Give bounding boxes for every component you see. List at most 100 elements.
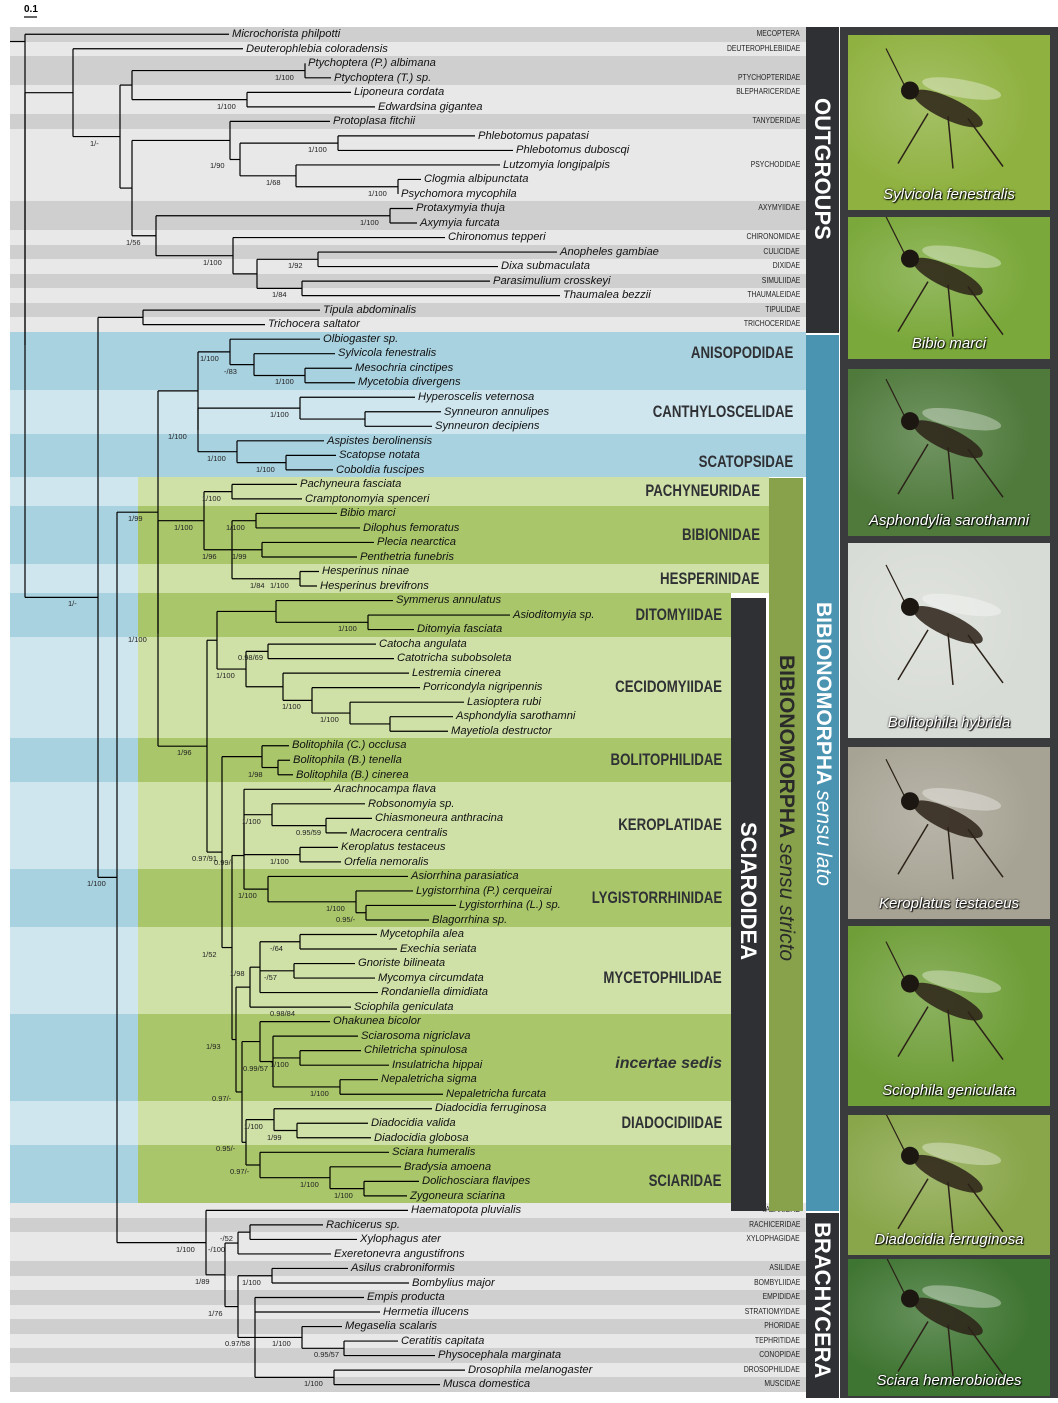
taxon-label: Rachicerus sp. [326,1218,400,1233]
taxon-label: Protaxymyia thuja [416,201,505,216]
support-value: 0.98/84 [270,1009,295,1018]
family-group-label: SCATOPSIDAE [698,452,793,472]
family-group-label: MYCETOPHILIDAE [604,968,722,988]
support-value: 1/96 [202,552,217,561]
family-name: RACHICERIDAE [749,1218,800,1233]
support-value: 1/76 [208,1309,223,1318]
support-value: 1/100 [308,145,327,154]
photo-caption: Sciara hemerobioides [848,1372,1050,1389]
taxon-label: Clogmia albipunctata [424,172,528,187]
family-name: SIMULIIDAE [761,274,800,289]
support-value: 0.97/- [212,1094,231,1103]
support-value: -/83 [224,367,237,376]
family-name: TANYDERIDAE [752,114,800,129]
insect-photo: Diadocidia ferruginosa [848,1115,1050,1255]
support-value: 1/100 [275,73,294,82]
taxon-label: Mayetiola destructor [451,724,552,739]
taxon-label: Hesperinus ninae [322,564,409,579]
support-value: 1/100 [174,523,193,532]
taxon-label: Dolichosciara flavipes [422,1174,530,1189]
family-name: BLEPHARICERIDAE [736,85,800,100]
support-value: 1/100 [217,102,236,111]
support-value: 1/98 [230,969,245,978]
taxon-label: Ptychoptera (P.) albimana [308,56,436,71]
taxon-label: Lasioptera rubi [467,695,541,710]
taxon-label: Scatopse notata [339,448,420,463]
taxon-label: Dixa submaculata [501,259,590,274]
taxon-label: Asilus crabroniformis [351,1261,455,1276]
support-value: 1/100 [275,377,294,386]
family-name: STRATIOMYIDAE [745,1305,800,1320]
photo-caption: Diadocidia ferruginosa [848,1231,1050,1248]
insect-photo: Asphondylia sarothamni [848,369,1050,536]
taxon-label: Microchorista philpotti [232,27,340,42]
taxon-label: Ceratitis capitata [401,1334,484,1349]
support-value: 1/100 [176,1245,195,1254]
support-value: -/100 [208,1245,225,1254]
photo-caption: Bolitophila hybrida [848,714,1050,731]
taxon-label: Nepaletricha furcata [446,1087,546,1102]
family-group-label: LYGISTORRHINIDAE [592,888,722,908]
taxon-label: Lygistorrhina (L.) sp. [459,898,561,913]
taxon-label: Asiorrhina parasiatica [411,869,519,884]
insect-photo: Sciophila geniculata [848,926,1050,1106]
taxon-label: Olbiogaster sp. [323,332,398,347]
taxon-label: Tipula abdominalis [323,303,416,318]
support-value: 1/100 [300,1180,319,1189]
support-value: 1/100 [270,1060,289,1069]
taxon-label: Physocephala marginata [438,1348,561,1363]
insect-photo: Bibio marci [848,217,1050,359]
taxon-label: Synneuron annulipes [444,405,549,420]
support-value: 1/100 [334,1191,353,1200]
taxon-label: Ditomyia fasciata [417,622,502,637]
scale-bar-label: 0.1 [24,4,38,15]
taxon-label: Trichocera saltator [268,317,360,332]
insect-silhouette-icon [848,926,1050,1106]
support-value: 0.95/57 [314,1350,339,1359]
insect-photo: Sciara hemerobioides [848,1259,1050,1396]
support-value: 1/98 [248,770,263,779]
family-name: THAUMALEIDAE [747,288,800,303]
support-value: 1/100 [242,817,261,826]
photo-caption: Sylvicola fenestralis [848,186,1050,203]
support-value: 0.95/- [216,1144,235,1153]
support-value: 1/100 [270,581,289,590]
taxon-label: Empis producta [367,1290,445,1305]
taxon-label: Hermetia illucens [383,1305,469,1320]
family-name: TIPULIDAE [765,303,800,318]
taxon-label: Liponeura cordata [354,85,444,100]
support-value: 1/100 [242,1278,261,1287]
taxon-label: Nepaletricha sigma [381,1072,477,1087]
taxon-label: Robsonomyia sp. [368,797,454,812]
support-value: 1/100 [244,1122,263,1131]
family-name: PSYCHODIDAE [751,158,800,173]
taxon-label: Cramptonomyia spenceri [305,492,429,507]
support-value: -/52 [220,1234,233,1243]
taxon-label: Gnoriste bilineata [358,956,445,971]
support-value: 1/100 [128,635,147,644]
taxon-label: Mesochria cinctipes [355,361,453,376]
taxon-label: Ptychoptera (T.) sp. [334,71,431,86]
support-value: 1/100 [256,465,275,474]
support-value: 1/100 [200,354,219,363]
taxon-label: Musca domestica [443,1377,530,1392]
taxon-label: Blagorrhina sp. [432,913,507,928]
taxon-label: Bombylius major [412,1276,495,1291]
taxon-label: Bolitophila (C.) occlusa [292,738,406,753]
family-group-label: HESPERINIDAE [661,569,760,589]
family-name: PHORIDAE [764,1319,800,1334]
family-name: MUSCIDAE [764,1377,800,1392]
taxon-label: Hyperoscelis veternosa [418,390,534,405]
taxon-label: Sylvicola fenestralis [338,346,436,361]
bibionomorpha-stricto-label: BIBIONOMORPHA sensu stricto [774,655,798,961]
family-name: DEUTEROPHLEBIIDAE [727,42,800,57]
support-value: 1/100 [326,904,345,913]
bibionomorpha-lato-label: BIBIONOMORPHA sensu lato [811,602,835,886]
taxon-label: Arachnocampa flava [334,782,436,797]
taxon-label: Exeretonevra angustifrons [334,1247,465,1262]
family-name: PTYCHOPTERIDAE [738,71,800,86]
taxon-label: Megaselia scalaris [345,1319,437,1334]
family-group-label: CANTHYLOSCELIDAE [652,402,793,422]
support-value: 0.99/57 [243,1064,268,1073]
family-group-label: DITOMYIIDAE [635,605,722,625]
